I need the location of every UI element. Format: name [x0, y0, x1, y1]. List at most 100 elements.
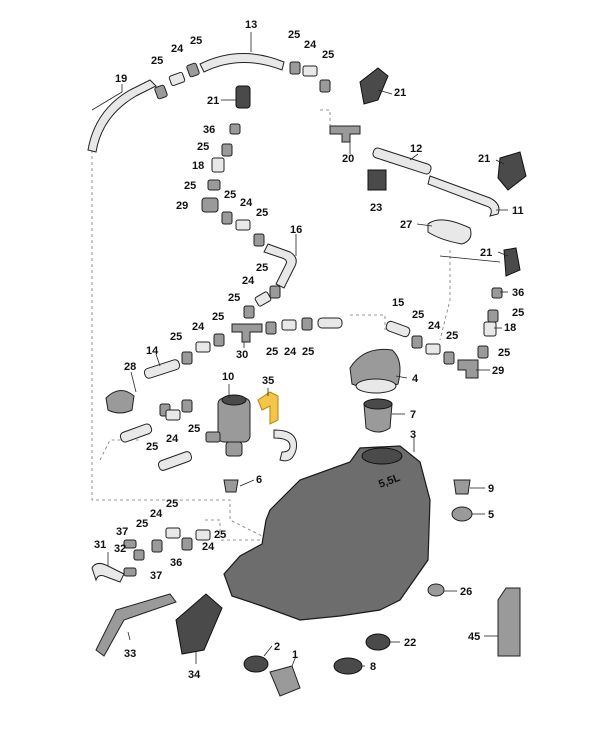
- connector-37: [123, 539, 137, 549]
- label-24: 24: [150, 508, 163, 520]
- label-25: 25: [266, 346, 278, 358]
- spray-nozzle-21: [235, 85, 251, 109]
- connector-24: [165, 527, 181, 539]
- bracket-33: [95, 593, 177, 657]
- label-18: 18: [192, 160, 204, 172]
- label-35: 35: [262, 375, 274, 387]
- connector-24: [165, 409, 181, 421]
- routing-dashed-line: [320, 109, 331, 130]
- connector-29: [201, 197, 219, 213]
- connector-18: [483, 321, 497, 337]
- connector-25: [181, 399, 193, 413]
- grommet-6: [223, 479, 239, 493]
- label-25: 25: [188, 423, 200, 435]
- label-25: 25: [212, 311, 224, 323]
- label-24: 24: [166, 433, 179, 445]
- label-32: 32: [114, 543, 126, 555]
- label-1: 1: [292, 649, 298, 661]
- label-25: 25: [302, 346, 314, 358]
- label-25: 25: [256, 207, 268, 219]
- label-21: 21: [394, 87, 406, 99]
- connector-25: [487, 309, 499, 323]
- connector-24: [195, 529, 211, 541]
- connector-25: [411, 335, 423, 349]
- connector-25: [221, 143, 233, 157]
- seal-ring: [355, 378, 397, 394]
- spray-jet-27: [427, 219, 472, 245]
- leader-lines: [91, 32, 509, 667]
- hose-segment: [317, 317, 343, 329]
- label-24: 24: [304, 39, 317, 51]
- elbow-29: [457, 359, 479, 379]
- label-36: 36: [203, 124, 215, 136]
- label-37: 37: [150, 570, 162, 582]
- hose-31: [91, 562, 125, 583]
- label-25: 25: [224, 189, 236, 201]
- washer-tank-3: [223, 445, 431, 621]
- spray-nozzle-21: [359, 67, 389, 105]
- connector-25: [154, 84, 168, 100]
- connector-25: [443, 351, 455, 365]
- grommet-5: [451, 506, 473, 522]
- label-24: 24: [240, 197, 253, 209]
- connector-25: [181, 537, 193, 551]
- label-34: 34: [188, 669, 201, 681]
- label-15: 15: [392, 297, 404, 309]
- label-25: 25: [184, 180, 196, 192]
- nut-26: [427, 583, 445, 597]
- routing-dashed-line: [350, 314, 386, 330]
- label-36: 36: [170, 557, 182, 569]
- part-labels: 13 19 25 24 25 25 24 25 21 21 36 25 18 2…: [94, 19, 524, 681]
- grommet-28: [105, 390, 135, 414]
- label-21: 21: [207, 95, 219, 107]
- label-3: 3: [410, 429, 416, 441]
- hose-13: [199, 53, 285, 73]
- connector-24: [195, 341, 211, 353]
- label-25: 25: [412, 309, 424, 321]
- washer-pump-10: [205, 394, 251, 457]
- connector-24: [425, 343, 441, 355]
- label-25: 25: [498, 347, 510, 359]
- connector-36: [491, 287, 503, 299]
- label-27: 27: [400, 219, 412, 231]
- connector-25: [269, 285, 281, 299]
- connector-18: [211, 157, 225, 173]
- label-6: 6: [256, 474, 262, 486]
- label-25: 25: [214, 529, 226, 541]
- t-piece-20: [329, 125, 361, 143]
- label-22: 22: [404, 637, 416, 649]
- label-24: 24: [242, 275, 255, 287]
- connector-24: [281, 319, 297, 331]
- label-45: 45: [468, 631, 480, 643]
- hose-12: [372, 147, 432, 175]
- connector-24: [168, 71, 186, 87]
- label-4: 4: [412, 373, 419, 385]
- label-25: 25: [136, 518, 148, 530]
- label-20: 20: [342, 153, 354, 165]
- label-24: 24: [171, 43, 184, 55]
- label-36: 36: [512, 287, 524, 299]
- label-5: 5: [488, 509, 494, 521]
- spray-nozzle-21: [497, 151, 527, 191]
- level-sensor-1: [269, 665, 301, 697]
- label-25: 25: [322, 49, 334, 61]
- label-2: 2: [274, 641, 280, 653]
- label-31: 31: [94, 539, 106, 551]
- connector-25: [253, 233, 265, 247]
- hose-loop: [273, 429, 298, 462]
- label-12: 12: [410, 143, 422, 155]
- label-13: 13: [245, 19, 257, 31]
- bottle-45: [497, 587, 521, 657]
- wire: [439, 255, 501, 263]
- connector-25: [477, 345, 489, 359]
- label-28: 28: [124, 361, 136, 373]
- elbow-connector-35: [257, 391, 279, 425]
- label-9: 9: [488, 483, 494, 495]
- label-25: 25: [170, 331, 182, 343]
- connector-24: [254, 291, 272, 307]
- label-25: 25: [446, 330, 458, 342]
- connector-25: [151, 539, 163, 553]
- label-11: 11: [512, 205, 524, 217]
- filler-neck-7: [363, 403, 393, 433]
- hose-15: [385, 320, 411, 338]
